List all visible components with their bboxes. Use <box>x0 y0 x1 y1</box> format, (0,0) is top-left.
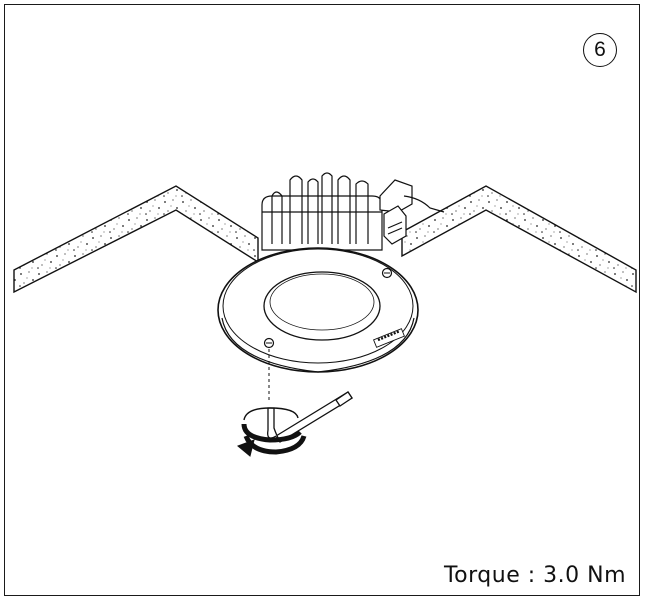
terminal-block <box>379 179 445 245</box>
flange-screw-right <box>381 267 393 279</box>
hex-key-icon <box>267 391 353 443</box>
ceiling-left <box>13 185 259 294</box>
torque-caption: Torque : 3.0 Nm <box>443 563 626 588</box>
clockwise-rotation-arrow-icon <box>237 407 307 457</box>
step-number: 6 <box>594 38 606 61</box>
heat-sink <box>261 172 383 251</box>
brand-mark <box>373 328 405 348</box>
fixture-lens <box>263 271 381 341</box>
step-number-badge: 6 <box>583 33 617 67</box>
flange-screw-left <box>263 337 275 349</box>
ceiling-right <box>401 185 637 294</box>
